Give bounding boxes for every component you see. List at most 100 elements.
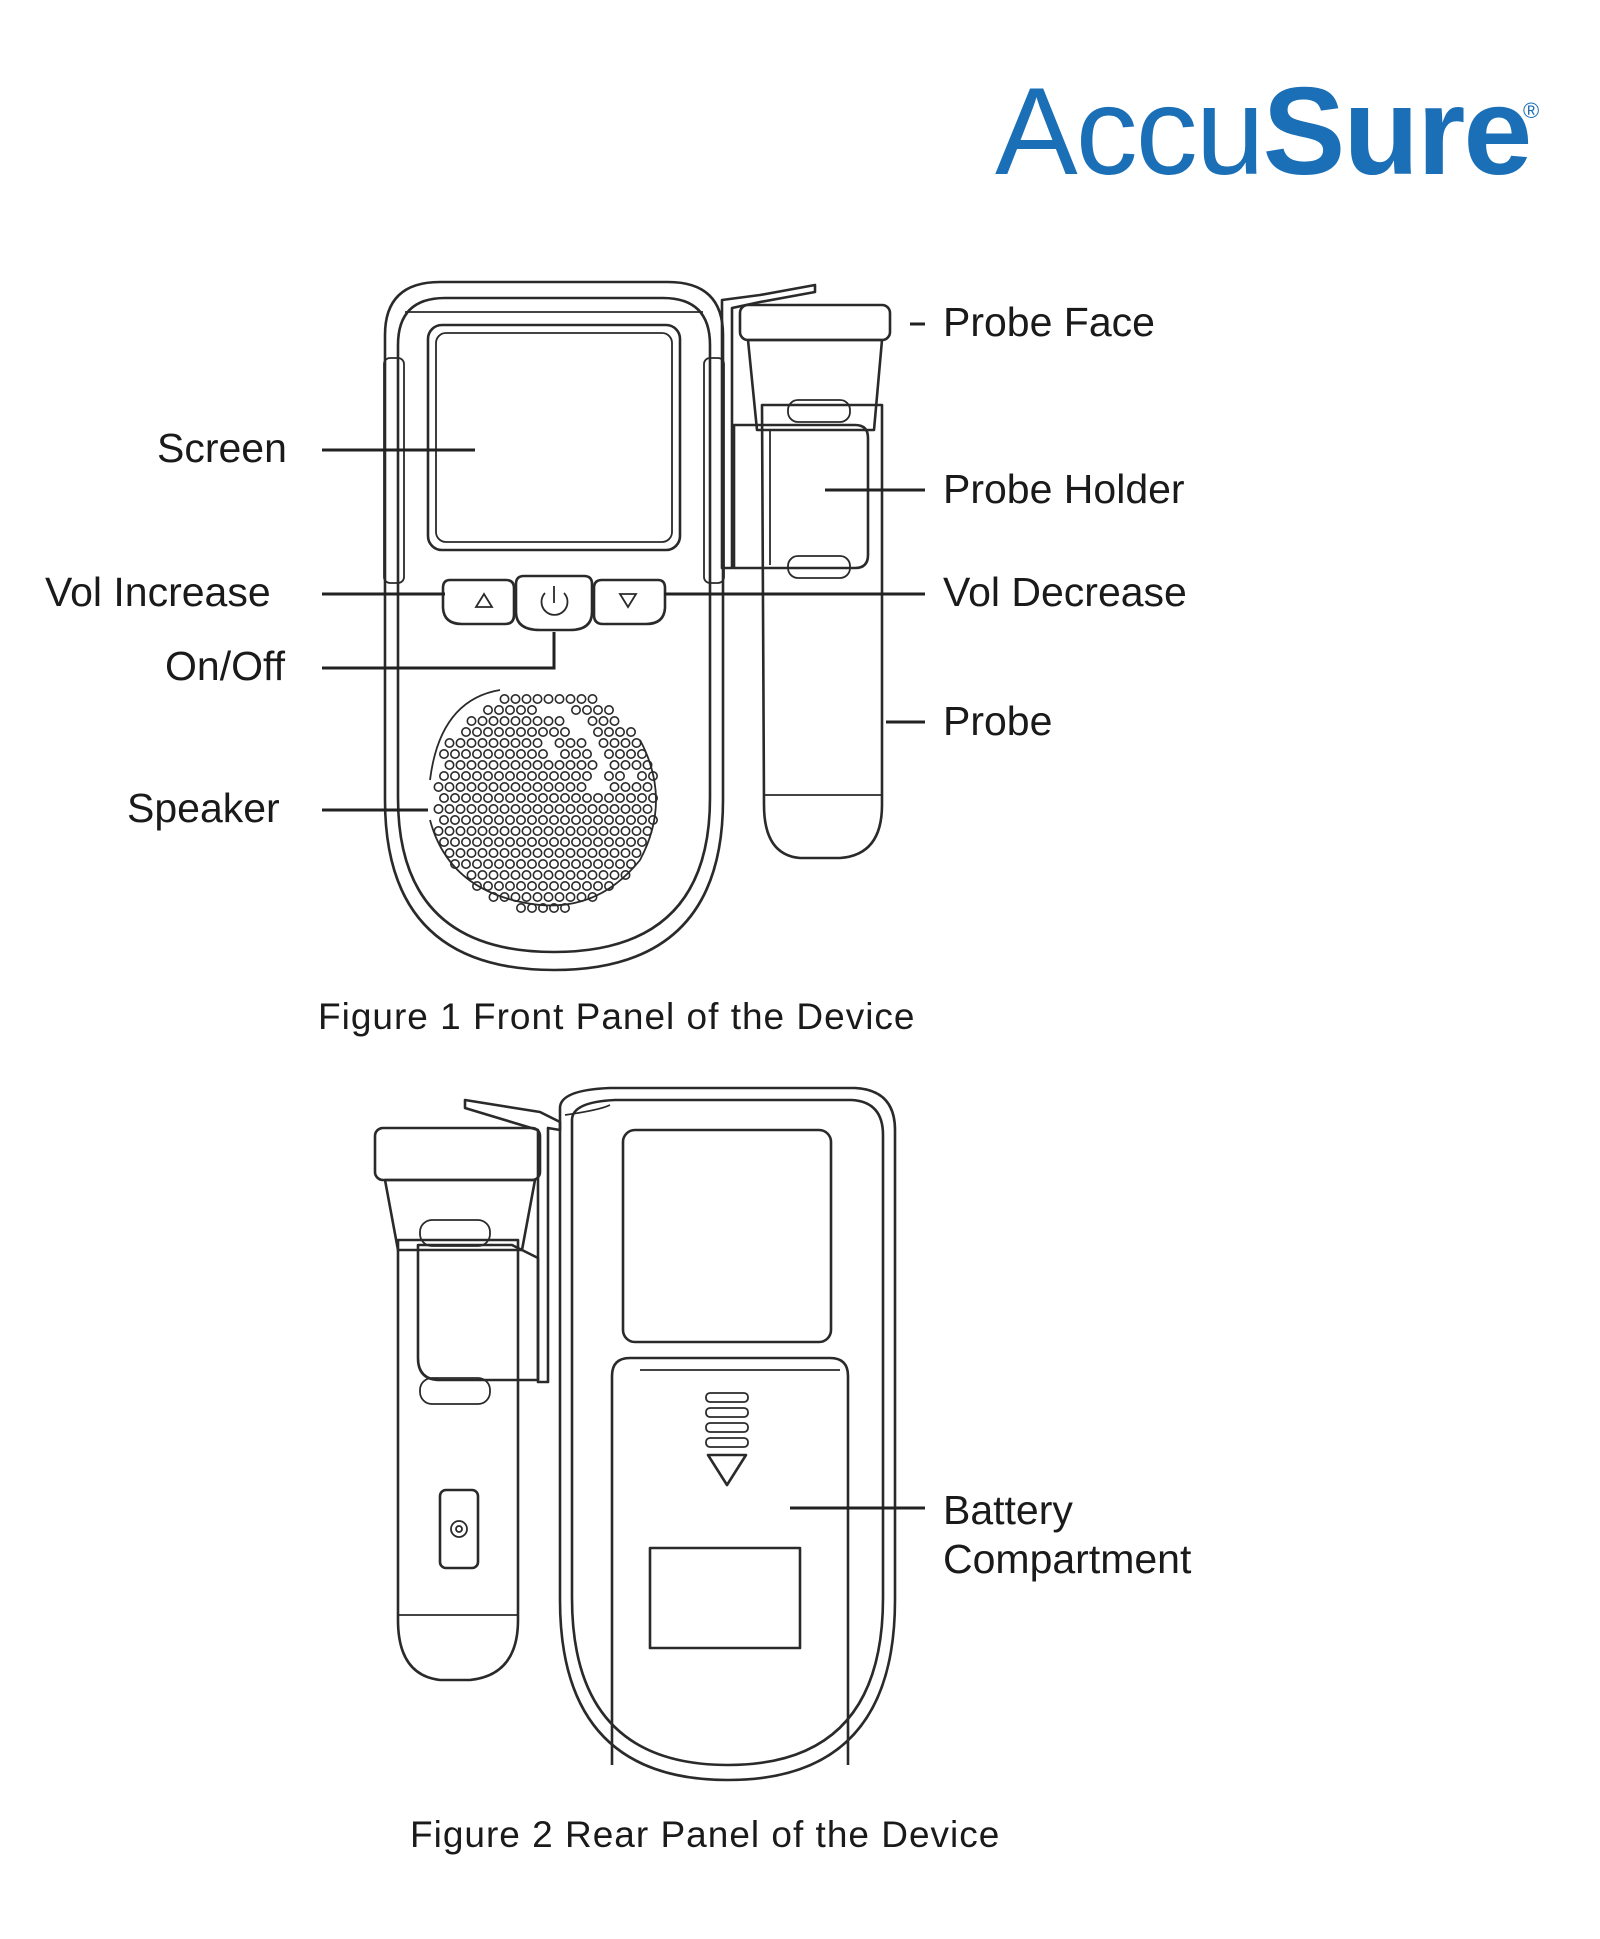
speaker-hole	[471, 814, 482, 825]
speaker-hole	[537, 748, 548, 759]
label-screen: Screen	[157, 425, 287, 471]
speaker-hole	[460, 858, 471, 869]
rear-probe-holder	[416, 1243, 540, 1382]
speaker-hole	[499, 825, 510, 836]
speaker-hole	[449, 858, 460, 869]
speaker-hole	[493, 858, 504, 869]
speaker-hole	[499, 869, 510, 880]
speaker-hole	[614, 748, 625, 759]
speaker-hole	[515, 748, 526, 759]
speaker-hole	[460, 792, 471, 803]
power-button	[514, 574, 594, 632]
speaker-hole	[460, 726, 471, 737]
speaker-hole	[614, 726, 625, 737]
speaker-hole	[576, 869, 587, 880]
speaker-hole	[614, 792, 625, 803]
speaker-hole	[455, 847, 466, 858]
speaker-hole	[444, 847, 455, 858]
speaker-hole	[477, 869, 488, 880]
speaker-hole	[493, 704, 504, 715]
speaker-hole	[504, 748, 515, 759]
speaker-hole	[603, 792, 614, 803]
speaker-hole	[438, 814, 449, 825]
speaker-hole	[532, 715, 543, 726]
logo-text-sure: Sure	[1262, 63, 1533, 201]
battery-arrow-icon	[706, 1453, 748, 1487]
speaker-hole	[493, 814, 504, 825]
speaker-hole	[477, 847, 488, 858]
speaker-hole	[570, 880, 581, 891]
speaker-hole	[554, 759, 565, 770]
speaker-hole	[526, 814, 537, 825]
label-probe: Probe	[943, 698, 1053, 744]
speaker-hole	[598, 737, 609, 748]
speaker-hole	[537, 792, 548, 803]
speaker-hole	[433, 825, 444, 836]
speaker-hole	[532, 693, 543, 704]
speaker-hole	[570, 814, 581, 825]
figure2-caption: Figure 2 Rear Panel of the Device	[410, 1814, 1001, 1855]
speaker-hole	[482, 792, 493, 803]
speaker-hole	[565, 891, 576, 902]
speaker-hole	[471, 880, 482, 891]
speaker-hole	[603, 880, 614, 891]
speaker-hole	[620, 869, 631, 880]
speaker-hole	[592, 836, 603, 847]
speaker-hole	[543, 803, 554, 814]
speaker-hole	[543, 891, 554, 902]
speaker-hole	[532, 737, 543, 748]
speaker-hole	[565, 869, 576, 880]
speaker-hole	[603, 726, 614, 737]
speaker-hole	[554, 737, 565, 748]
speaker-hole	[581, 748, 592, 759]
speaker-hole	[537, 770, 548, 781]
battery-cover	[610, 1356, 850, 1765]
front-leader-lines	[322, 322, 925, 812]
speaker-hole	[526, 792, 537, 803]
speaker-hole	[587, 825, 598, 836]
speaker-hole	[559, 814, 570, 825]
speaker-hole	[609, 869, 620, 880]
speaker-hole	[460, 748, 471, 759]
speaker-hole	[598, 825, 609, 836]
speaker-hole	[466, 803, 477, 814]
speaker-hole	[493, 748, 504, 759]
speaker-hole	[482, 770, 493, 781]
front-body-inner	[396, 296, 712, 954]
speaker-hole	[537, 836, 548, 847]
speaker-hole	[543, 715, 554, 726]
speaker-hole	[471, 858, 482, 869]
speaker-hole	[576, 737, 587, 748]
speaker-hole	[576, 891, 587, 902]
speaker-hole	[620, 737, 631, 748]
speaker-hole	[438, 792, 449, 803]
label-vol-increase: Vol Increase	[45, 569, 271, 615]
speaker-hole	[488, 803, 499, 814]
speaker-hole	[493, 880, 504, 891]
probe-face	[738, 303, 892, 342]
speaker-hole	[515, 704, 526, 715]
down-triangle-icon	[618, 593, 638, 609]
speaker-hole	[499, 847, 510, 858]
speaker-hole	[548, 858, 559, 869]
probe-clip	[720, 283, 817, 570]
speaker-hole	[581, 836, 592, 847]
speaker-hole	[504, 726, 515, 737]
speaker-hole	[532, 869, 543, 880]
probe-connector	[438, 1488, 480, 1570]
speaker-hole	[609, 803, 620, 814]
speaker-hole	[444, 781, 455, 792]
speaker-hole	[636, 792, 647, 803]
speaker-hole	[521, 759, 532, 770]
speaker-hole	[504, 858, 515, 869]
speaker-hole	[587, 803, 598, 814]
speaker-hole	[444, 737, 455, 748]
speaker-hole	[466, 715, 477, 726]
speaker-hole	[455, 781, 466, 792]
speaker-hole	[449, 814, 460, 825]
speaker-hole	[455, 803, 466, 814]
speaker-hole	[631, 781, 642, 792]
speaker-hole	[477, 781, 488, 792]
speaker-hole	[471, 726, 482, 737]
speaker-hole	[565, 781, 576, 792]
